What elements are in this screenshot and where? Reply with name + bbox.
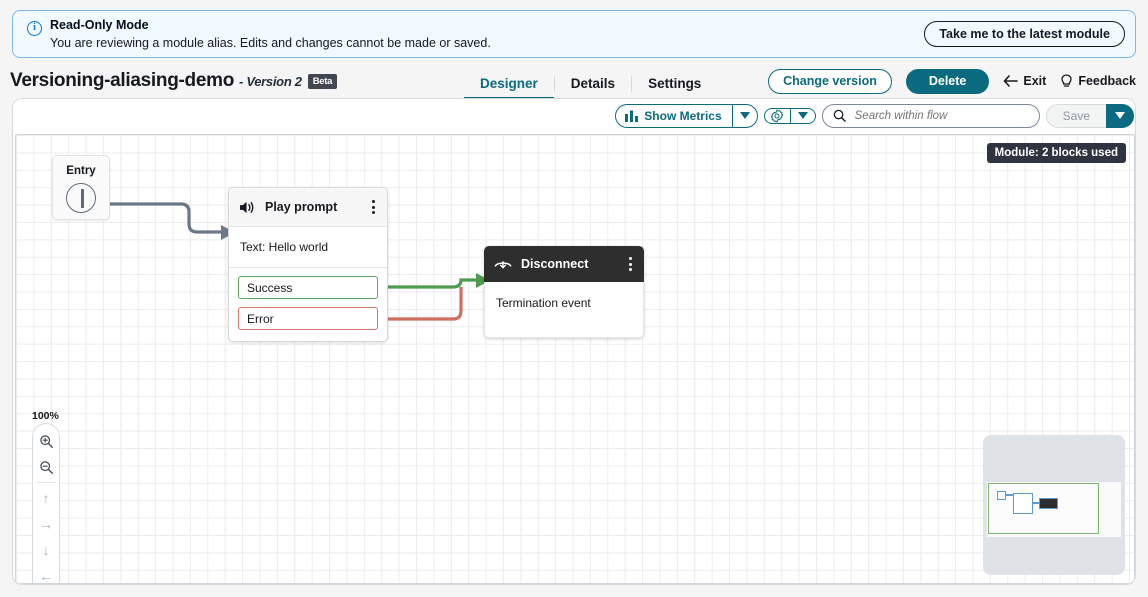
chevron-down-icon [739, 112, 750, 119]
designer-panel: Show Metrics [12, 98, 1136, 585]
minimap-node-entry [997, 491, 1006, 500]
search-within-flow[interactable] [821, 103, 1040, 128]
tab-divider [631, 76, 633, 92]
port-error[interactable]: Error [238, 307, 378, 330]
info-icon: i [27, 20, 42, 36]
delete-button[interactable]: Delete [905, 68, 990, 94]
speaker-icon [240, 201, 254, 213]
show-metrics-button[interactable]: Show Metrics [615, 103, 732, 128]
chevron-down-icon [797, 112, 808, 119]
divider [36, 482, 56, 483]
show-metrics-label: Show Metrics [644, 108, 722, 123]
zoom-out-icon [39, 460, 53, 474]
show-metrics-split-button: Show Metrics [615, 103, 758, 128]
feedback-button[interactable]: Feedback [1060, 73, 1136, 89]
node-entry[interactable]: Entry [52, 155, 110, 220]
pan-down-button[interactable]: ↓ [33, 537, 59, 563]
save-split-button: Save [1045, 103, 1134, 128]
node-entry-label: Entry [66, 165, 96, 177]
pan-up-button[interactable]: ↑ [33, 485, 59, 511]
node-disconnect-menu-icon[interactable] [625, 254, 636, 274]
pan-right-icon: → [39, 516, 53, 532]
tab-divider [553, 76, 555, 92]
feedback-label: Feedback [1078, 74, 1136, 88]
node-disconnect-header: Disconnect [484, 246, 644, 282]
pan-up-icon: ↑ [42, 490, 50, 506]
blocks-used-chip: Module: 2 blocks used [986, 143, 1126, 163]
settings-button[interactable] [763, 107, 790, 124]
minimap-connector [1006, 494, 1014, 496]
pan-left-icon: ← [39, 568, 53, 584]
node-play-prompt-header: Play prompt [229, 188, 387, 227]
node-disconnect-title: Disconnect [521, 257, 589, 271]
change-version-button[interactable]: Change version [768, 68, 892, 94]
designer-toolbar: Show Metrics [13, 99, 1135, 132]
exit-label: Exit [1023, 74, 1047, 88]
take-me-to-latest-module-button[interactable]: Take me to the latest module [924, 21, 1125, 47]
page-title-text: Versioning-aliasing-demo [10, 70, 235, 91]
node-play-prompt-title: Play prompt [265, 200, 338, 214]
pan-left-button[interactable]: ← [33, 563, 59, 584]
node-disconnect-body: Termination event [484, 282, 644, 338]
node-play-prompt-ports: Success Error [229, 268, 387, 330]
tab-designer[interactable]: Designer [464, 76, 554, 100]
read-only-banner: i Read-Only Mode You are reviewing a mod… [12, 10, 1136, 58]
node-play-prompt[interactable]: Play prompt Text: Hello world Success Er… [228, 187, 388, 342]
search-icon [833, 109, 846, 122]
entry-point-icon [66, 183, 96, 213]
show-metrics-dropdown-button[interactable] [731, 103, 758, 128]
page-version: - Version 2 [239, 74, 302, 89]
zoom-in-icon [39, 434, 53, 448]
lightbulb-icon [1061, 73, 1072, 87]
pan-down-icon: ↓ [42, 542, 50, 558]
page-title: Versioning-aliasing-demo - Version 2 Beta [10, 70, 338, 92]
search-input[interactable] [852, 108, 1029, 123]
settings-dropdown-button[interactable] [789, 107, 816, 124]
phone-hangup-icon [494, 260, 512, 268]
node-play-prompt-body: Text: Hello world [229, 227, 387, 268]
page-title-row: Versioning-aliasing-demo - Version 2 Beta [0, 62, 1148, 100]
beta-badge: Beta [307, 74, 338, 89]
gear-icon [770, 109, 784, 122]
entry-bar [81, 189, 84, 208]
exit-button[interactable]: Exit [1003, 74, 1046, 88]
settings-split-button [763, 107, 816, 124]
banner-text: Read-Only Mode You are reviewing a modul… [50, 17, 924, 51]
minimap-node-disconnect [1039, 498, 1058, 509]
arrow-left-icon [1004, 75, 1019, 87]
node-disconnect[interactable]: Disconnect Termination event [484, 246, 644, 338]
pan-right-button[interactable]: → [33, 511, 59, 537]
tab-settings[interactable]: Settings [648, 76, 702, 91]
node-play-prompt-menu-icon[interactable] [368, 197, 379, 217]
zoom-in-button[interactable] [33, 428, 59, 454]
tab-bar: Designer Details Settings [464, 62, 717, 100]
zoom-out-button[interactable] [33, 454, 59, 480]
banner-message: You are reviewing a module alias. Edits … [50, 36, 491, 50]
tab-details[interactable]: Details [570, 76, 616, 91]
bar-chart-icon [625, 110, 639, 122]
save-button[interactable]: Save [1045, 103, 1106, 128]
save-dropdown-button[interactable] [1106, 103, 1134, 128]
minimap-node-play-prompt [1013, 493, 1033, 514]
chevron-down-icon [1115, 112, 1125, 119]
port-success[interactable]: Success [238, 276, 378, 299]
minimap-connector [1033, 502, 1040, 504]
banner-title: Read-Only Mode [50, 18, 149, 32]
minimap[interactable] [983, 435, 1125, 575]
flow-canvas[interactable]: Module: 2 blocks used Entry [15, 134, 1135, 584]
zoom-level-label: 100% [32, 410, 59, 422]
connector-layer [92, 202, 490, 321]
header-actions: Change version Delete Exit Feedback [768, 62, 1136, 100]
zoom-controls: ↑ → ↓ ← [32, 423, 60, 584]
